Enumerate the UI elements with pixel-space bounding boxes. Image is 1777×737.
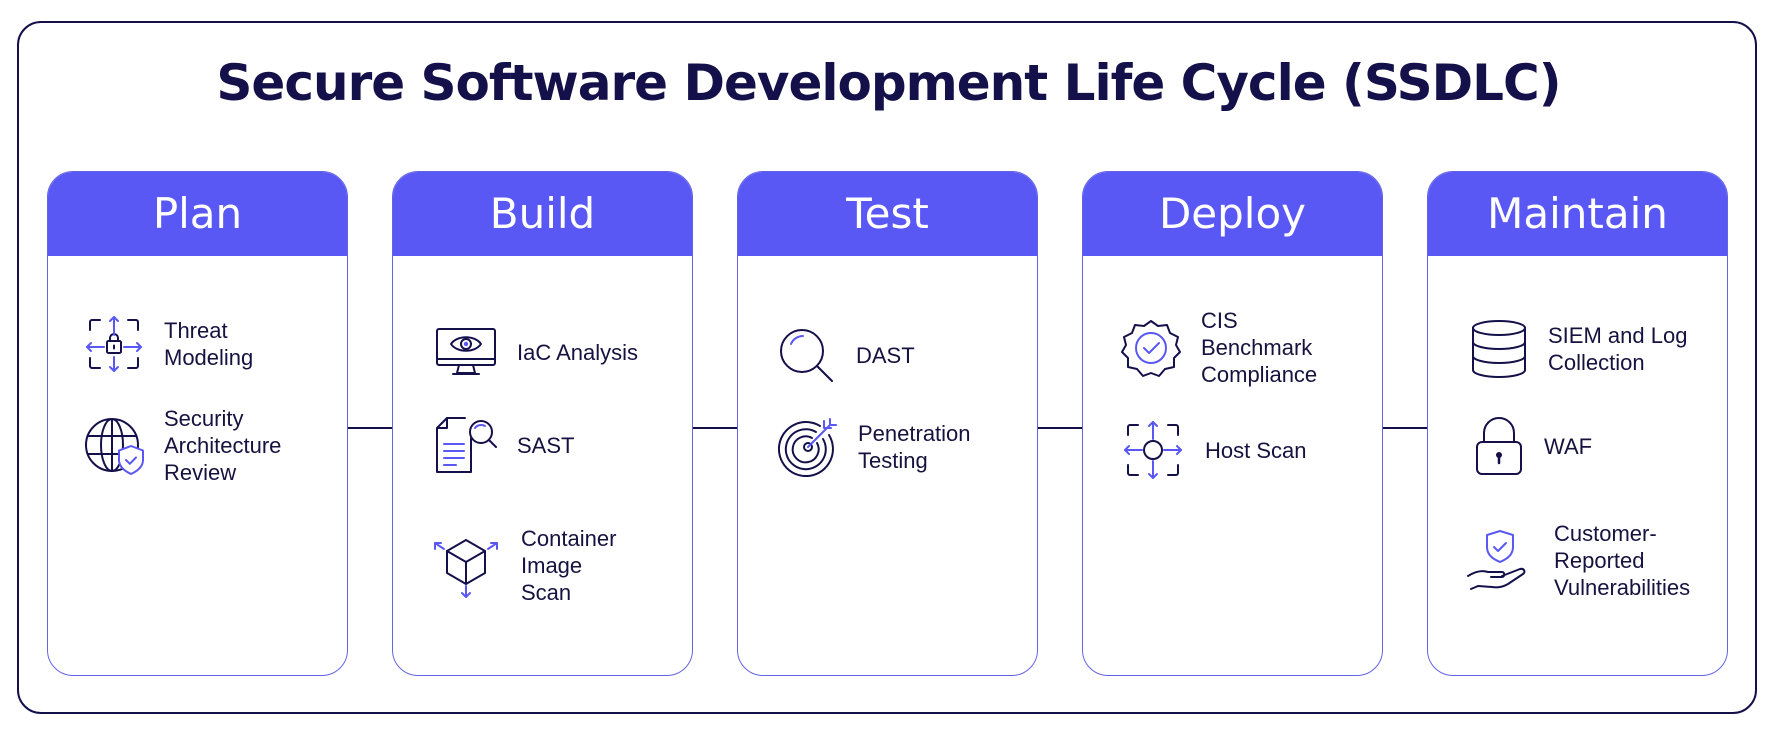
stage-item-waf: WAF: [1474, 415, 1592, 477]
stage-card-build: Build IaC Analysis: [392, 171, 693, 676]
stage-card-deploy: Deploy CIS Benchmark Compliance: [1082, 171, 1383, 676]
connector-test-deploy: [1037, 427, 1082, 429]
stage-item-container-image-scan: Container Image Scan: [431, 525, 616, 606]
monitor-eye-icon: [435, 327, 497, 377]
stage-item-label: SIEM and Log Collection: [1548, 323, 1688, 375]
stage-item-iac-analysis: IaC Analysis: [435, 327, 638, 377]
stage-item-label: Container Image Scan: [521, 526, 617, 605]
stage-title-deploy: Deploy: [1083, 172, 1382, 256]
stage-item-cis-benchmark-compliance: CIS Benchmark Compliance: [1121, 307, 1317, 388]
stage-title-test: Test: [738, 172, 1037, 256]
padlock-icon: [1474, 415, 1524, 477]
stage-title-maintain: Maintain: [1428, 172, 1727, 256]
stage-item-label: CIS Benchmark Compliance: [1201, 308, 1318, 387]
connector-plan-build: [347, 427, 392, 429]
stage-item-label: Host Scan: [1205, 437, 1307, 463]
stage-item-host-scan: Host Scan: [1121, 418, 1307, 482]
target-icon: [778, 417, 838, 477]
hand-shield-icon: [1466, 528, 1534, 594]
stage-item-label: Threat Modeling: [164, 318, 254, 370]
stage-item-label: IaC Analysis: [517, 339, 639, 365]
stage-item-siem-and-log-collection: SIEM and Log Collection: [1470, 319, 1687, 379]
stage-title-plan: Plan: [48, 172, 347, 256]
connector-build-test: [692, 427, 737, 429]
stage-item-dast: DAST: [778, 327, 915, 383]
diagram-frame: [17, 21, 1757, 714]
stage-card-maintain: Maintain SIEM and Log Collection: [1427, 171, 1728, 676]
stage-title-build: Build: [393, 172, 692, 256]
stage-item-penetration-testing: Penetration Testing: [778, 417, 971, 477]
stage-item-label: Security Architecture Review: [164, 406, 282, 485]
stage-item-label: DAST: [856, 342, 915, 368]
stage-item-security-architecture-review: Security Architecture Review: [84, 405, 281, 486]
stage-item-customer-reported-vulnerabilities: Customer- Reported Vulnerabilities: [1466, 520, 1690, 601]
globe-shield-icon: [84, 415, 144, 477]
scan-target-icon: [1121, 418, 1185, 482]
database-icon: [1470, 319, 1528, 379]
stage-item-label: WAF: [1544, 433, 1593, 459]
document-search-icon: [435, 416, 497, 474]
connector-deploy-maintain: [1382, 427, 1427, 429]
stage-item-label: Customer- Reported Vulnerabilities: [1554, 521, 1691, 600]
stage-card-plan: Plan Threat: [47, 171, 348, 676]
magnifier-icon: [778, 327, 836, 383]
threat-modeling-icon: [84, 314, 144, 374]
stage-item-label: Penetration Testing: [858, 421, 971, 473]
stage-card-test: Test DAST: [737, 171, 1038, 676]
stage-item-label: SAST: [517, 432, 575, 458]
diagram-title: Secure Software Development Life Cycle (…: [216, 54, 1561, 112]
stage-item-sast: SAST: [435, 416, 574, 474]
stage-item-threat-modeling: Threat Modeling: [84, 314, 253, 374]
badge-check-icon: [1121, 318, 1181, 378]
cube-icon: [431, 533, 501, 599]
